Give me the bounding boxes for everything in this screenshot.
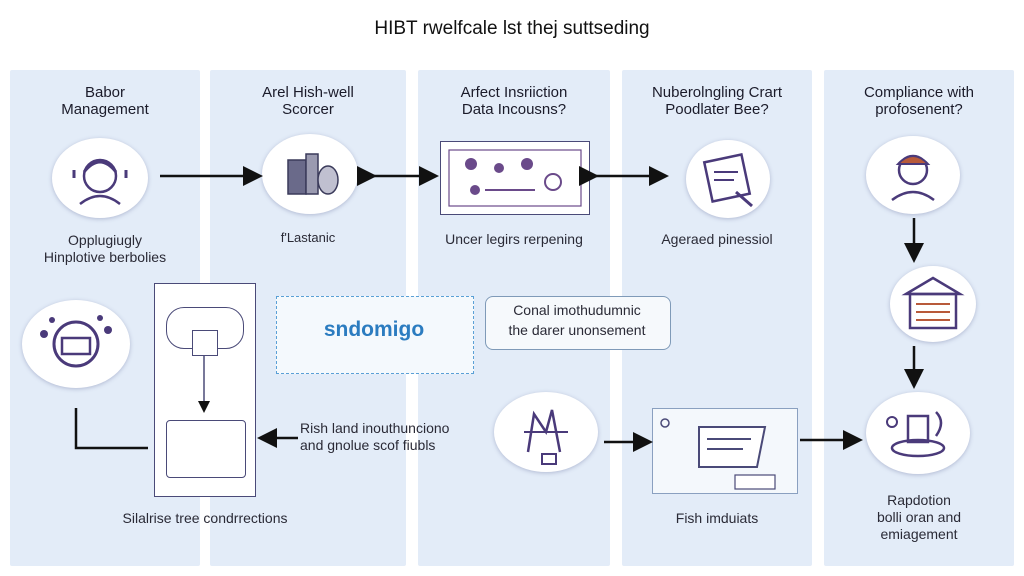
middle-text-line1: Rish land inouthunciono bbox=[300, 420, 450, 436]
certificate-icon bbox=[686, 140, 770, 218]
column-1-heading-line2: Management bbox=[61, 101, 149, 118]
column-1-label-line2: Hinplotive berbolies bbox=[43, 249, 167, 265]
column-4-heading-line2: Poodlater Bee? bbox=[665, 101, 769, 118]
sketch-icon bbox=[494, 392, 598, 472]
middle-text: Rish land inouthunciono and gnolue scof … bbox=[300, 420, 494, 454]
connector-node-icon bbox=[192, 330, 218, 356]
column-4-heading-line1: Nuberolngling Crart bbox=[651, 84, 783, 101]
worker-icon bbox=[866, 136, 960, 214]
column-3-heading-line1: Arfect Insriiction bbox=[460, 84, 568, 101]
column-2-heading-line2: Scorcer bbox=[282, 101, 334, 118]
office-building-icon bbox=[890, 266, 976, 342]
column-5-heading-line2: profosenent? bbox=[875, 101, 963, 118]
lab-equipment-icon bbox=[866, 392, 970, 474]
column-5-heading-line1: Compliance with bbox=[863, 84, 975, 101]
column-5-bottom-label-line2: bolli oran and bbox=[876, 509, 962, 525]
column-1-heading: Babor Management bbox=[10, 84, 200, 118]
brand-text: sndomigo bbox=[323, 318, 425, 341]
column-5-bottom-label: Rapdotion bolli oran and emiagement bbox=[824, 492, 1014, 543]
column-4-heading: Nuberolngling Crart Poodlater Bee? bbox=[622, 84, 812, 118]
diagram-title: HIBT rwelfcale lst thej suttseding bbox=[374, 18, 650, 39]
monitor-icon bbox=[166, 420, 246, 478]
column-5-heading: Compliance with profosenent? bbox=[824, 84, 1014, 118]
column-1-label: Opplugiugly Hinplotive berbolies bbox=[10, 232, 200, 266]
brand-box bbox=[276, 296, 474, 374]
column-1-label-line1: Opplugiugly bbox=[68, 232, 142, 248]
column-4-bottom-label: Fish imduiats bbox=[675, 510, 759, 526]
column-5-bottom-label-line3: emiagement bbox=[880, 526, 958, 542]
column-3-heading: Arfect Insriiction Data Incousns? bbox=[418, 84, 610, 118]
document-chart-panel bbox=[652, 408, 798, 494]
thinking-head-icon bbox=[22, 300, 130, 388]
column-4-label: Ageraed pinessiol bbox=[661, 231, 773, 247]
note-line2: the darer unonsement bbox=[508, 322, 646, 338]
column-2-label: f'Lastanic bbox=[280, 230, 336, 245]
column-2-heading: Arel Hish-well Scorcer bbox=[210, 84, 406, 118]
column-2-heading-line1: Arel Hish-well bbox=[262, 84, 354, 101]
note-line1: Conal imothudumnic bbox=[513, 302, 641, 318]
column-3-heading-line2: Data Incousns? bbox=[461, 101, 567, 118]
column-3-label: Uncer legirs rerpening bbox=[445, 231, 583, 247]
note-box bbox=[485, 296, 671, 350]
column-1-bottom-label: Silalrise tree condrrections bbox=[122, 510, 288, 526]
middle-text-line2: and gnolue scof fiubls bbox=[300, 437, 436, 453]
column-5-bottom-label-line1: Rapdotion bbox=[887, 492, 951, 508]
column-1-heading-line1: Babor bbox=[84, 84, 126, 101]
data-dashboard-icon bbox=[440, 141, 590, 215]
equipment-icon bbox=[262, 134, 358, 214]
person-icon bbox=[52, 138, 148, 218]
